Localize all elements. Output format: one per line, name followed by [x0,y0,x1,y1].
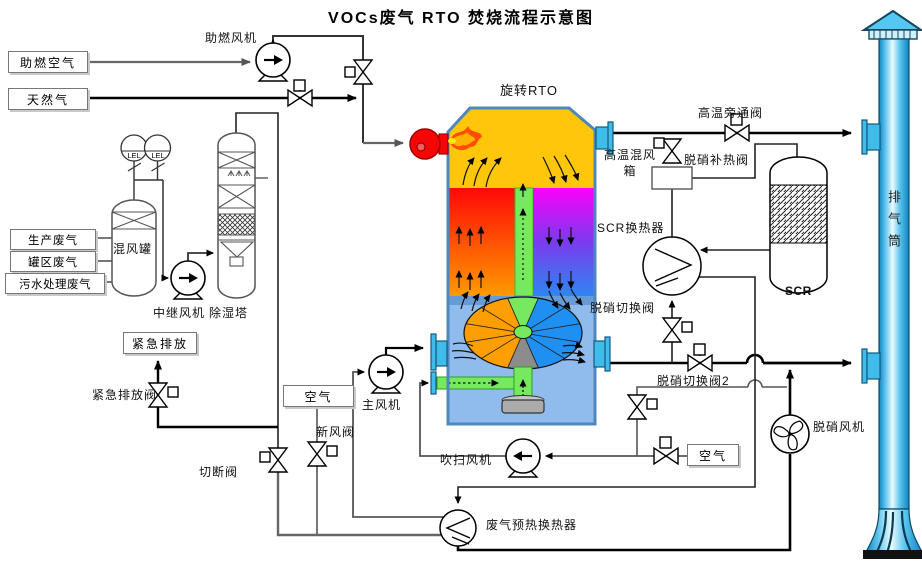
denox-switch-valve2-label: 脱硝切换阀2 [657,374,730,388]
rotary-distributor [463,296,583,370]
emergency-box: 紧急排放 [123,332,197,354]
denox-switch-valve2-icon [687,343,713,373]
relay-fan-icon [170,260,206,300]
relay-fan-label: 中继风机 [153,306,206,320]
denox-fan-label: 脱硝风机 [813,420,866,434]
combustion-fan-icon [255,42,291,82]
emergency-valve-label: 紧急排放阀 [92,388,158,402]
exhaust-stack [860,9,922,559]
source-box-prod-gas: 生产废气 [10,229,96,250]
natural-gas-valve-icon [287,79,313,108]
fresh-air-valve-label: 新风阀 [316,425,356,439]
dilution-air-valve-icon [626,394,658,420]
rto-shell [446,106,597,426]
main-fan-icon [368,354,404,394]
ht-mix-box-label: 高温混风箱 [603,148,656,179]
air-left-label: 空气 [304,389,333,404]
cutoff-valve-icon [259,447,289,473]
scr-hx-label: SCR换热器 [597,221,665,235]
pipe-preheated-gas [352,368,444,518]
purge-fan-label: 吹扫风机 [440,453,493,467]
pipe-main-waste-gas [235,112,279,448]
source-box-natural-gas: 天然气 [8,88,88,110]
prod-gas-label: 生产废气 [28,234,78,247]
source-box-tank-gas: 罐区废气 [10,251,96,272]
denox-switch-valve-icon [661,317,693,343]
air-box-left: 空气 [283,385,354,407]
rto-purge-nozzle [430,371,437,395]
purge-air-valve-icon [653,436,679,466]
denox-heat-valve-icon [653,137,683,164]
burner-icon [409,126,482,160]
pipe-purge [419,379,506,457]
ht-bypass-valve-icon [724,113,750,143]
main-fan-label: 主风机 [362,398,402,412]
rto-outlet-nozzle [593,340,607,368]
air-box-right: 空气 [687,444,739,466]
denox-heat-valve-label: 脱硝补热阀 [684,153,750,167]
lel-analyzer-icons [120,134,172,162]
scr-label: SCR [785,284,812,298]
rto-top-nozzle [595,126,610,150]
lel-label-2: LEL [151,151,165,160]
rotary-rto-label: 旋转RTO [500,83,558,98]
pipe-denox-fan-suction [456,454,792,552]
flow-arrows [451,154,586,364]
mix-tank-label: 混风罐 [113,242,153,256]
purge-fan-icon [505,438,541,478]
denox-switch-valve-label: 脱硝切换阀 [590,301,656,315]
dehumid-tower-label: 除湿塔 [209,306,249,320]
hot-mix-box [651,166,693,190]
preheat-hx-label: 废气预热换热器 [486,518,578,532]
fresh-air-valve-icon [306,441,338,467]
pipe-scr-return [454,276,756,504]
pipe-to-scr [692,143,798,179]
natural-gas-label: 天然气 [26,92,69,107]
source-box-fuel-air: 助燃空气 [8,51,88,73]
shaft-pedestal [501,399,545,414]
sewage-gas-label: 污水处理废气 [19,278,91,291]
cutoff-valve-label: 切断阀 [199,465,239,479]
denox-fan-icon [770,414,810,454]
scr-heat-exchanger-icon [642,236,702,296]
rto-inlet-nozzle [435,340,448,367]
lel-label-1: LEL [127,151,141,160]
dehumid-tower-vessel [217,132,256,299]
emergency-valve-icon [147,382,179,408]
fuel-air-valve-icon [344,59,374,85]
stack-lower-nozzle [861,348,868,384]
tank-gas-label: 罐区废气 [28,256,78,269]
preheat-heat-exchanger-icon [439,509,477,547]
scr-reactor [769,156,828,294]
emergency-label: 紧急排放 [131,336,188,351]
pipe-dilution-air [636,386,787,456]
purge-column [514,187,534,297]
stack-upper-nozzle [861,119,868,155]
source-box-sewage-gas: 污水处理废气 [5,273,105,294]
combustion-chamber [448,108,595,188]
fuel-air-label: 助燃空气 [19,55,76,70]
fuel-fan-label: 助燃风机 [205,31,258,45]
mixing-tank [111,199,157,297]
stack-label: 排气筒 [886,190,901,256]
spray-nozzles-icon [227,170,251,177]
ht-bypass-valve-label: 高温旁通阀 [698,106,764,120]
page-title: VOCs废气 RTO 焚烧流程示意图 [328,10,594,27]
bed-right [533,188,595,296]
rto-vessel [409,106,614,426]
air-right-label: 空气 [698,448,727,463]
valves [147,59,750,473]
piping [86,35,852,552]
pipe-rto-inlet [384,344,424,355]
